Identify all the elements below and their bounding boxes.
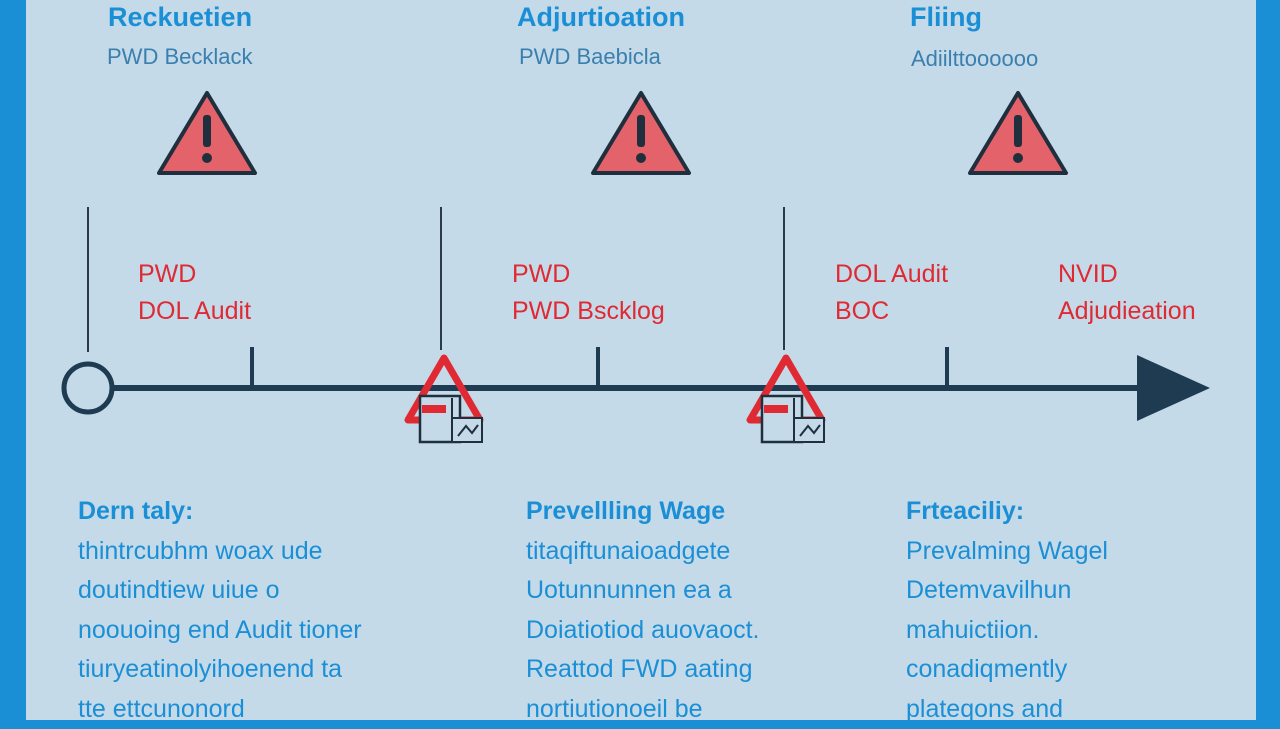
marker-line: NVID (1058, 256, 1196, 293)
description-line: plateqons and (906, 690, 1108, 729)
marker-line: DOL Audit (835, 256, 948, 293)
marker-line: PWD (512, 256, 665, 293)
description-line: doutindtiew uiue o (78, 571, 362, 611)
description-line: titaqiftunaioadgete (526, 532, 759, 572)
description-column-3: Frteaciliy: Prevalming Wagel Detemvavilh… (906, 492, 1108, 729)
timeline-marker-label-4: NVID Adjudieation (1058, 256, 1196, 330)
tick-marks (252, 347, 947, 388)
description-line: conadiqmently (906, 650, 1108, 690)
marker-line: BOC (835, 293, 948, 330)
timeline-marker-label-2: PWD PWD Bscklog (512, 256, 665, 330)
warning-document-icon (408, 358, 482, 442)
arrow-head-icon (1137, 355, 1210, 421)
timeline-marker-label-3: DOL Audit BOC (835, 256, 948, 330)
timeline (0, 0, 1280, 460)
timeline-marker-label-1: PWD DOL Audit (138, 256, 251, 330)
marker-line: PWD (138, 256, 251, 293)
description-line: thintrcubhm woax ude (78, 532, 362, 572)
description-line: tte ettcunonord (78, 690, 362, 729)
description-line: mahuictiion. (906, 611, 1108, 651)
description-line: Uotunnunnen ea a (526, 571, 759, 611)
description-line: Reattod FWD aating (526, 650, 759, 690)
warning-document-icon (750, 358, 824, 442)
description-line: Doiatiotiod auovaoct. (526, 611, 759, 651)
description-heading: Prevellling Wage (526, 492, 759, 532)
description-heading: Dern taly: (78, 492, 362, 532)
description-line: Prevalming Wagel (906, 532, 1108, 572)
description-column-1: Dern taly: thintrcubhm woax ude doutindt… (78, 492, 362, 729)
marker-line: PWD Bscklog (512, 293, 665, 330)
marker-line: Adjudieation (1058, 293, 1196, 330)
description-line: tiuryeatinolyihoenend ta (78, 650, 362, 690)
marker-line: DOL Audit (138, 293, 251, 330)
description-line: Detemvavilhun (906, 571, 1108, 611)
description-line: nortiutionoeil be (526, 690, 759, 729)
description-column-2: Prevellling Wage titaqiftunaioadgete Uot… (526, 492, 759, 729)
description-heading: Frteaciliy: (906, 492, 1108, 532)
start-circle-icon (64, 364, 112, 412)
description-line: noouoing end Audit tioner (78, 611, 362, 651)
